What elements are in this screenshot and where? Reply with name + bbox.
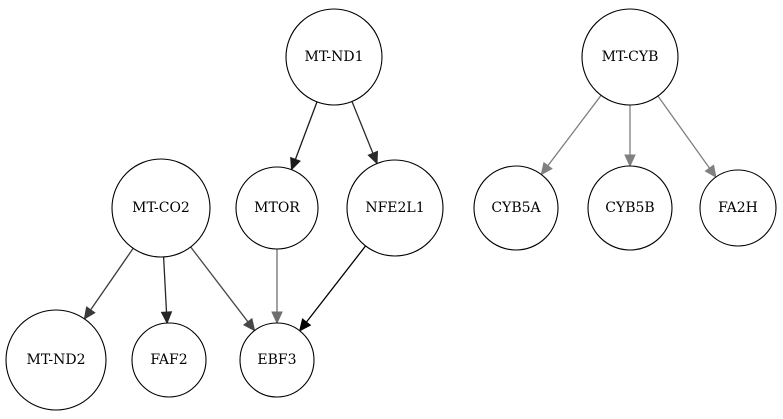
edge-mt-co2-to-faf2 (160, 256, 173, 325)
arrowhead-icon (298, 318, 312, 332)
node-circle (5, 309, 107, 411)
node-label: CYB5A (491, 200, 541, 216)
node-circle (111, 158, 211, 258)
edge-mt-nd1-to-nfe2l1 (351, 101, 379, 165)
edge-line (90, 247, 134, 311)
node-label: NFE2L1 (365, 200, 424, 216)
node-mt-cyb: MT-CYB (581, 8, 679, 106)
edge-line (162, 256, 168, 313)
edge-line (294, 101, 318, 160)
node-label: FAF2 (150, 352, 187, 368)
node-label: CYB5B (605, 200, 654, 216)
node-circle (346, 159, 444, 257)
edge-mt-nd1-to-mtor (290, 101, 318, 171)
arrowhead-icon (242, 317, 256, 332)
node-circle (581, 8, 679, 106)
node-label: FA2H (718, 200, 758, 216)
arrowhead-icon (271, 311, 283, 325)
node-faf2: FAF2 (131, 322, 207, 398)
node-circle (699, 169, 777, 247)
edge-line (190, 246, 249, 323)
node-ebf3: EBF3 (239, 322, 315, 398)
edge-mtor-to-ebf3 (271, 249, 283, 325)
node-circle (131, 322, 207, 398)
node-mt-nd2: MT-ND2 (5, 309, 107, 411)
node-mtor: MTOR (235, 166, 319, 250)
arrowhead-icon (160, 311, 173, 325)
arrowhead-icon (540, 161, 553, 176)
edge-line (305, 245, 367, 323)
edge-mt-cyb-to-cyb5a (540, 94, 602, 176)
arrowhead-icon (290, 156, 301, 171)
node-circle (285, 8, 383, 106)
edge-mt-co2-to-ebf3 (190, 246, 256, 332)
node-label: MT-ND1 (305, 49, 364, 65)
node-mt-nd1: MT-ND1 (285, 8, 383, 106)
node-label: MT-CO2 (132, 200, 190, 216)
node-layer: MT-ND1 MT-CYB MT-CO2 MTOR NFE2L1 CYB5A CYB5B FA… (5, 8, 777, 411)
node-cyb5b: CYB5B (587, 165, 673, 251)
node-label: MT-CYB (602, 49, 659, 65)
arrowhead-icon (367, 150, 379, 165)
arrowhead-icon (704, 164, 717, 179)
edge-mt-cyb-to-cyb5b (624, 105, 636, 168)
node-nfe2l1: NFE2L1 (346, 159, 444, 257)
node-label: MT-ND2 (27, 352, 86, 368)
edge-line (547, 94, 602, 167)
node-label: EBF3 (257, 352, 296, 368)
arrowhead-icon (83, 306, 96, 320)
edge-layer (83, 94, 717, 332)
node-circle (587, 165, 673, 251)
node-circle (239, 322, 315, 398)
arrowhead-icon (624, 154, 636, 168)
node-circle (235, 166, 319, 250)
edge-nfe2l1-to-ebf3 (298, 245, 367, 332)
node-circle (473, 165, 559, 251)
node-cyb5a: CYB5A (473, 165, 559, 251)
edge-mt-co2-to-mt-nd2 (83, 247, 134, 320)
edge-line (657, 95, 711, 169)
node-fa2h: FA2H (699, 169, 777, 247)
edge-mt-cyb-to-fa2h (657, 95, 717, 179)
node-label: MTOR (254, 200, 300, 216)
node-mt-co2: MT-CO2 (111, 158, 211, 258)
edge-line (351, 101, 374, 154)
